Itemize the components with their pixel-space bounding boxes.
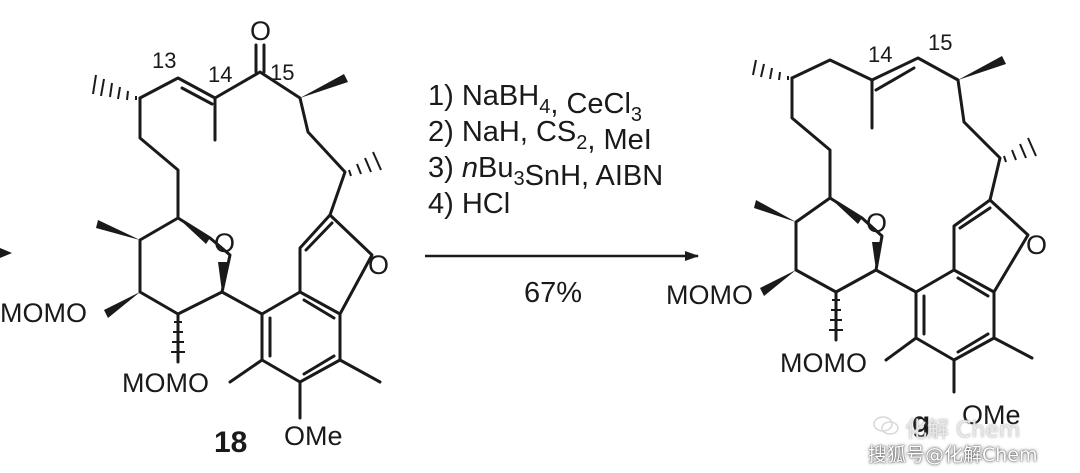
atom-number-14: 14 bbox=[868, 42, 892, 67]
momo-left-label: MOMO bbox=[666, 280, 753, 310]
momo-bottom-label: MOMO bbox=[780, 348, 867, 378]
atom-number-15: 15 bbox=[928, 30, 952, 55]
condition-step-3: 3) nBu3SnH, AIBN bbox=[428, 152, 663, 192]
furan-oxygen: O bbox=[1026, 230, 1047, 260]
compound-number: 18 bbox=[214, 426, 247, 459]
atom-number-14: 14 bbox=[208, 62, 232, 87]
incoming-arrow-head bbox=[0, 248, 12, 258]
product-labels: 14 15 O O MOMO MOMO OMe g bbox=[666, 30, 1047, 439]
pyran-oxygen: O bbox=[214, 228, 235, 258]
reactant-stereo-bonds bbox=[92, 74, 382, 353]
product-compound-number-partial: g bbox=[912, 406, 930, 439]
reactant-structure bbox=[138, 43, 382, 420]
yield-label: 67% bbox=[524, 277, 582, 309]
momo-bottom-label: MOMO bbox=[122, 368, 209, 398]
ome-label: OMe bbox=[284, 421, 343, 451]
atom-number-13: 13 bbox=[152, 48, 176, 73]
watermark-top-text: 化解 Chem bbox=[905, 418, 1021, 443]
momo-left-label: MOMO bbox=[0, 298, 87, 328]
watermark-bottom-text: 搜狐号@化解Chem bbox=[868, 444, 1038, 466]
furan-oxygen: O bbox=[368, 250, 389, 280]
carbonyl-oxygen: O bbox=[250, 16, 271, 46]
condition-step-4: 4) HCl bbox=[428, 188, 510, 220]
product-structure bbox=[790, 56, 1034, 394]
reactant-labels: 13 14 15 O O O MOMO MOMO OMe 18 bbox=[0, 16, 389, 459]
condition-step-2: 2) NaH, CS2, MeI bbox=[428, 116, 652, 156]
watermark-logo-icon bbox=[873, 416, 899, 435]
atom-number-15: 15 bbox=[270, 60, 294, 85]
condition-step-1: 1) NaBH4, CeCl3 bbox=[428, 80, 642, 126]
ome-label: OMe bbox=[962, 400, 1021, 430]
product-stereo-bonds bbox=[752, 56, 1037, 331]
pyran-oxygen: O bbox=[866, 208, 887, 238]
